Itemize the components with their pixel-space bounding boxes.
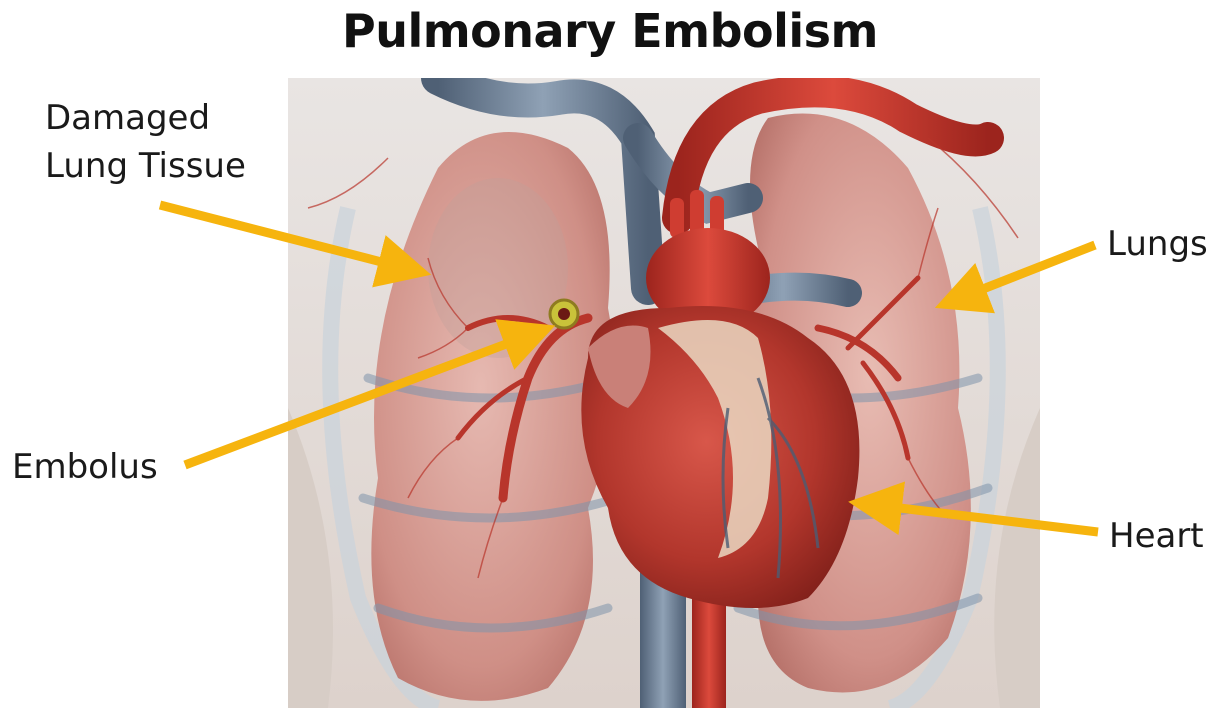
label-lungs: Lungs — [1107, 220, 1208, 268]
label-embolus: Embolus — [12, 443, 158, 491]
anatomy-illustration — [288, 78, 1040, 708]
label-damaged-line2: Lung Tissue — [45, 142, 246, 190]
label-heart: Heart — [1109, 512, 1204, 560]
diagram-title: Pulmonary Embolism — [0, 4, 1220, 58]
label-damaged-line1: Damaged — [45, 94, 246, 142]
label-damaged-lung-tissue: Damaged Lung Tissue — [45, 94, 246, 190]
